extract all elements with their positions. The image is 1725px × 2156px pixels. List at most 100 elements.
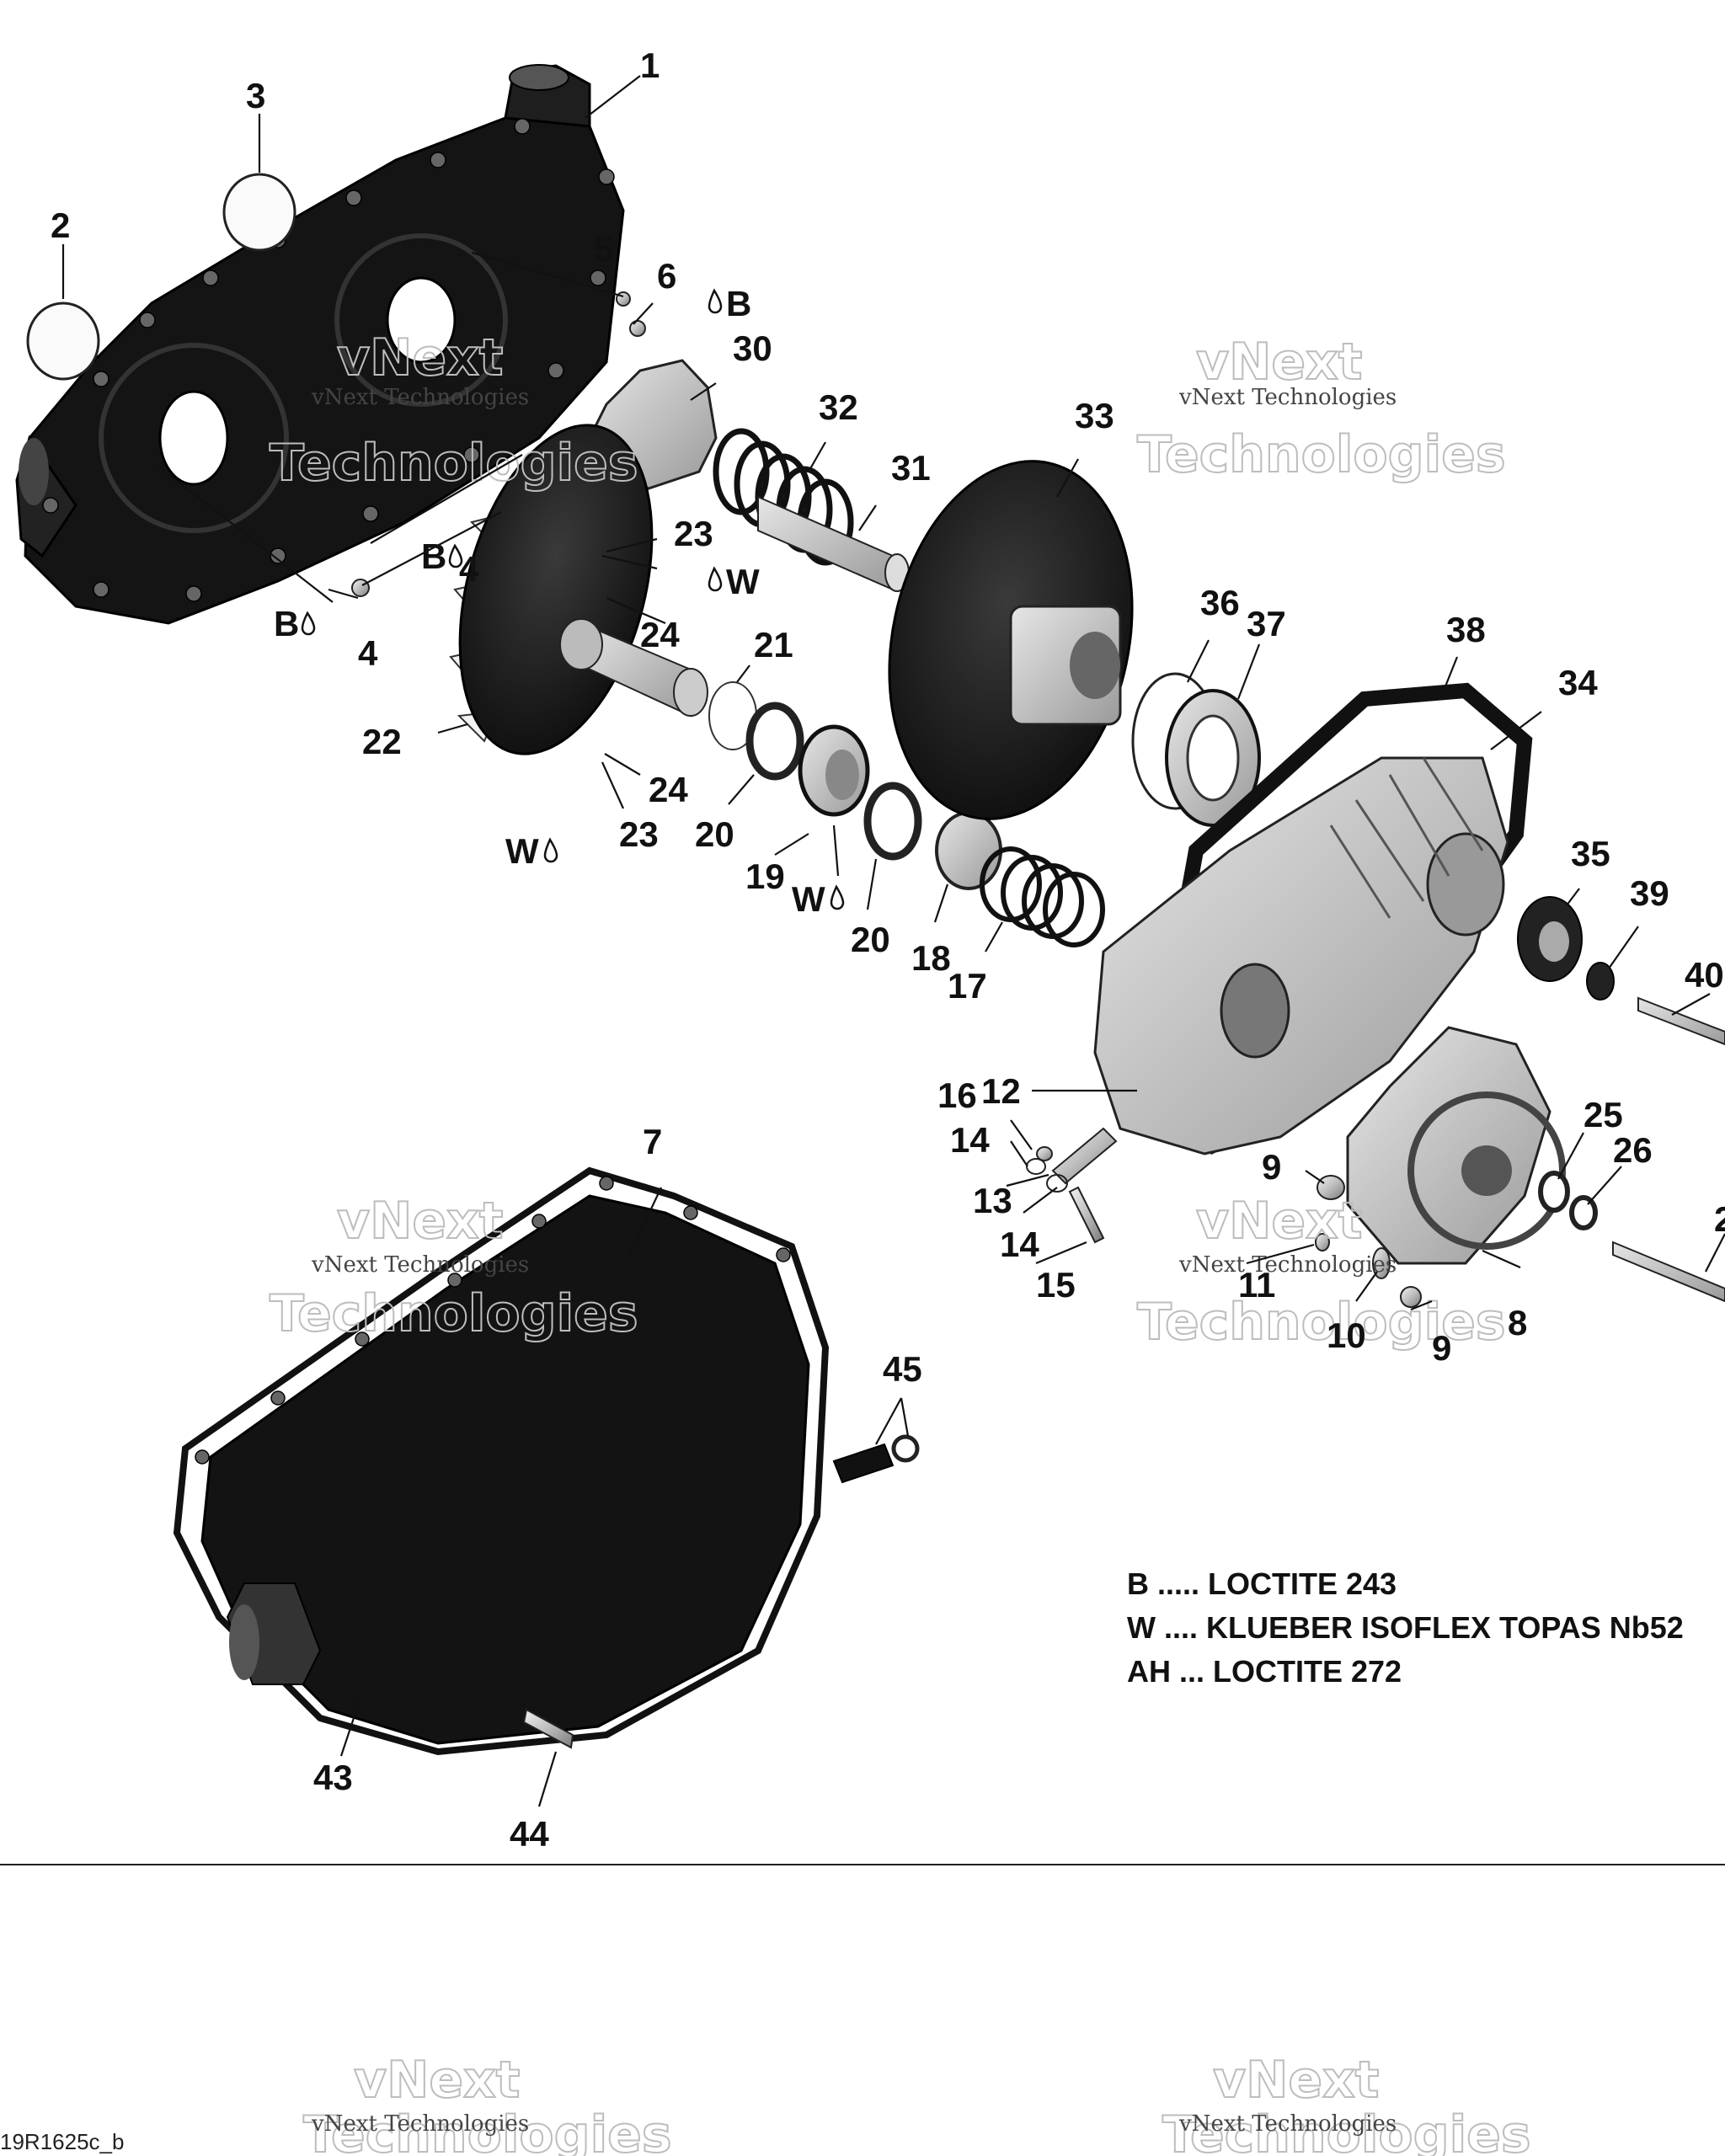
fixed-sheave-part-22 [449,424,708,755]
svg-text:20: 20 [695,814,734,854]
svg-text:vNext Technologies: vNext Technologies [311,2111,529,2137]
o-ring-part-2 [26,302,100,381]
svg-text:31: 31 [891,448,931,488]
svg-text:15: 15 [1036,1265,1076,1305]
svg-text:1: 1 [640,45,660,85]
inner-cover-vent-43 [226,1582,322,1685]
svg-text:W: W [792,879,825,919]
svg-text:vNext Technologies: vNext Technologies [1178,385,1397,410]
svg-text:24: 24 [640,615,680,654]
svg-text:Technologies: Technologies [1137,425,1506,484]
svg-text:4: 4 [358,633,378,673]
svg-text:20: 20 [851,920,890,959]
svg-text:35: 35 [1571,834,1610,873]
svg-text:17: 17 [948,966,987,1006]
svg-text:13: 13 [973,1181,1012,1220]
svg-text:24: 24 [649,770,688,809]
svg-text:8: 8 [1508,1303,1527,1342]
svg-text:3: 3 [246,76,265,115]
svg-text:40: 40 [1685,955,1724,995]
bearing-part-35 [1517,896,1583,982]
svg-text:36: 36 [1200,583,1240,622]
ring-part-20a [745,702,804,781]
washer-part-25 [1538,1171,1570,1213]
washer-part-26 [1569,1195,1598,1230]
svg-text:B: B [421,536,446,576]
bolt-part-44 [522,1708,574,1749]
svg-text:23: 23 [619,814,659,854]
svg-text:22: 22 [362,722,402,761]
drop-icon [708,288,723,314]
svg-text:Technologies: Technologies [1162,2105,1531,2156]
svg-text:7: 7 [643,1122,662,1161]
svg-text:34: 34 [1558,663,1598,702]
svg-text:9: 9 [1432,1328,1451,1368]
svg-text:30: 30 [733,328,772,368]
adhesive-legend: B ..... LOCTITE 243 W .... KLUEBER ISOFL… [1127,1566,1684,1689]
hose-clamp-part-45 [832,1434,920,1484]
svg-text:6: 6 [657,256,676,296]
washer-part-39 [1586,962,1615,1001]
movable-sheave-part-33 [888,460,1134,820]
svg-text:2: 2 [51,205,70,245]
substance-tags: B B B W W W [274,284,845,919]
svg-text:W: W [726,562,760,601]
svg-text:B: B [274,604,299,643]
svg-text:Technologies: Technologies [303,2105,672,2156]
svg-text:44: 44 [510,1814,549,1854]
svg-text:39: 39 [1630,873,1669,913]
svg-text:18: 18 [911,938,951,978]
svg-text:12: 12 [981,1071,1021,1111]
svg-text:43: 43 [313,1758,353,1797]
spring-part-17 [980,846,1105,947]
svg-text:26: 26 [1613,1130,1653,1170]
svg-text:14: 14 [950,1120,990,1160]
svg-text:32: 32 [819,387,858,427]
svg-text:vNext Technologies: vNext Technologies [311,1252,529,1278]
svg-text:Technologies: Technologies [270,1284,638,1343]
svg-text:5: 5 [594,229,613,269]
svg-text:B ..... LOCTITE 243: B ..... LOCTITE 243 [1127,1566,1397,1601]
svg-text:W: W [505,831,539,871]
inner-cover-bolts-43 [195,1176,791,1465]
drop-icon [448,543,463,568]
svg-text:Technologies: Technologies [270,434,638,493]
svg-text:25: 25 [1583,1095,1623,1134]
drop-icon [830,884,845,910]
svg-text:14: 14 [1000,1225,1039,1264]
svg-text:vNext: vNext [337,328,503,387]
svg-text:vNext Technologies: vNext Technologies [311,385,529,410]
svg-text:vNext: vNext [1213,2051,1379,2110]
svg-text:16: 16 [937,1075,977,1115]
housing-part-12 [1093,756,1509,1155]
svg-text:AH ... LOCTITE 272: AH ... LOCTITE 272 [1127,1654,1402,1689]
svg-text:11: 11 [1238,1265,1275,1305]
svg-text:21: 21 [754,625,793,664]
svg-text:37: 37 [1247,604,1286,643]
bolt-part-27 [1612,1241,1725,1303]
svg-text:9: 9 [1262,1147,1281,1187]
cup-part-18 [935,811,1002,890]
ring-part-20b [863,782,922,861]
watermarks: vNext Technologies vNext Technologies vN… [269,328,1532,2156]
svg-text:45: 45 [883,1349,922,1389]
svg-text:vNext Technologies: vNext Technologies [1178,2111,1397,2137]
svg-text:vNext: vNext [1196,333,1362,392]
svg-text:Technologies: Technologies [1137,1293,1506,1352]
svg-text:B: B [726,284,751,323]
drawing-code: 19R1625c_b [0,2129,124,2154]
svg-text:vNext Technologies: vNext Technologies [1178,1252,1397,1278]
drop-icon [301,611,316,636]
bolt-part-40 [1637,996,1725,1046]
drop-icon [708,566,723,592]
callout-labels: 1 2 3 4 4 5 6 7 8 9 9 10 11 12 13 14 14 … [51,45,1725,1854]
svg-text:10: 10 [1327,1315,1366,1355]
svg-text:38: 38 [1446,610,1486,649]
outer-cover-part-1 [15,64,625,625]
svg-text:W .... KLUEBER ISOFLEX TOPAS N: W .... KLUEBER ISOFLEX TOPAS Nb52 [1127,1610,1684,1645]
drop-icon [543,837,558,863]
svg-text:4: 4 [459,549,479,589]
svg-text:vNext: vNext [354,2051,520,2110]
bushing-part-19 [798,724,870,817]
o-ring-part-3 [222,173,296,252]
